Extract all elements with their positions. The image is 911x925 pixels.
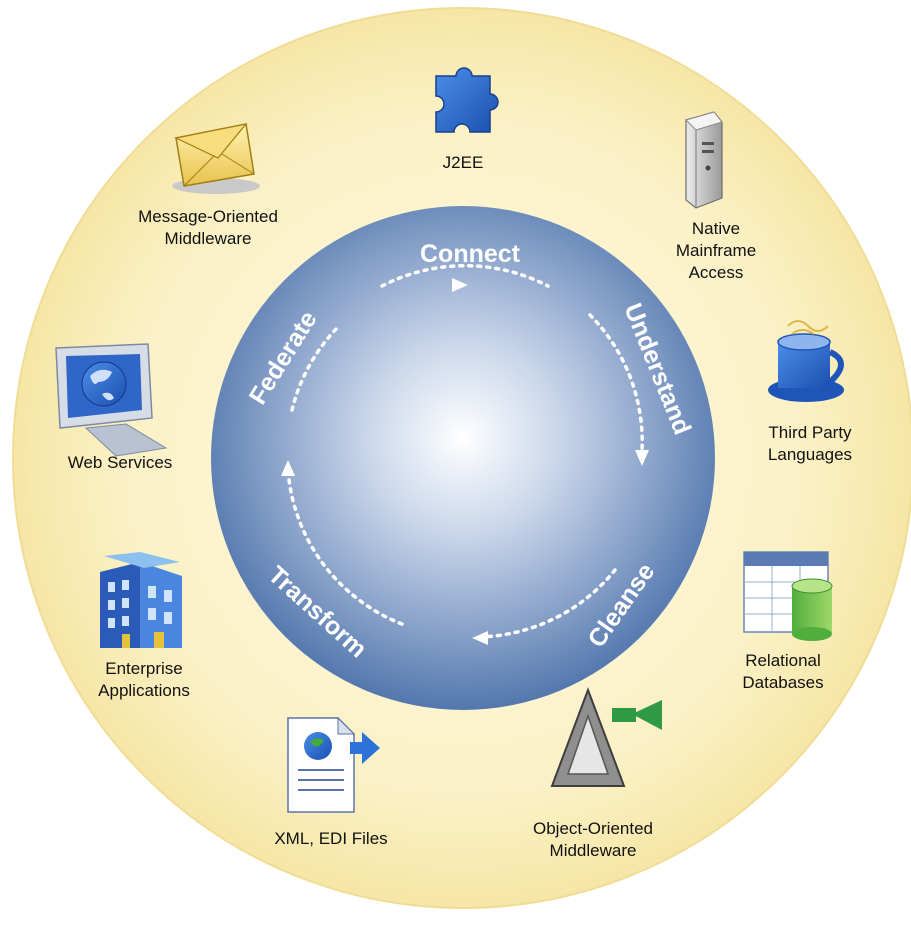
xml-document-icon (287, 716, 380, 813)
server-tower-icon (685, 111, 723, 209)
globe-monitor-icon (55, 343, 168, 457)
label-mainframe-line-2: Mainframe (675, 241, 757, 260)
label-enterprise-line-1: Enterprise (105, 659, 183, 678)
label-mainframe: Native Mainframe Access (656, 218, 776, 284)
phase-connect: Connect (420, 240, 521, 268)
puzzle-piece-icon (435, 67, 499, 133)
label-enterprise: Enterprise Applications (74, 658, 214, 702)
cycle-arrowheads (281, 278, 649, 645)
label-xml-edi: XML, EDI Files (246, 828, 416, 850)
label-mainframe-line-1: Native (691, 219, 741, 238)
label-object-oriented-line-2: Middleware (549, 841, 637, 860)
label-j2ee-line: J2EE (442, 153, 484, 172)
label-third-party: Third Party Languages (740, 422, 880, 466)
label-third-party-line-1: Third Party (768, 423, 852, 442)
triangle-arrow-icon (550, 687, 662, 787)
label-object-oriented-line-1: Object-Oriented (533, 819, 653, 838)
arrowhead-transform (281, 460, 295, 476)
envelope-icon (172, 123, 260, 194)
arc-cleanse (476, 568, 617, 639)
arc-understand (588, 313, 644, 452)
arrowhead-connect (452, 278, 468, 292)
label-message-oriented: Message-Oriented Middleware (118, 206, 298, 250)
arc-transform (286, 468, 404, 626)
inner-cycle-circle (211, 206, 715, 710)
label-relational: Relational Databases (718, 650, 848, 694)
arrowhead-understand (635, 450, 649, 466)
arc-federate (290, 323, 342, 412)
office-building-icon (100, 552, 182, 648)
label-message-oriented-line-1: Message-Oriented (138, 207, 278, 226)
arc-connect (380, 263, 550, 288)
label-enterprise-line-2: Applications (98, 681, 190, 700)
label-third-party-line-2: Languages (767, 445, 853, 464)
label-relational-line-2: Databases (742, 673, 824, 692)
label-web-services-line: Web Services (67, 453, 173, 472)
label-mainframe-line-3: Access (688, 263, 744, 282)
label-web-services: Web Services (52, 452, 188, 474)
label-j2ee: J2EE (408, 152, 518, 174)
label-relational-line-1: Relational (745, 651, 821, 670)
database-table-icon (743, 551, 833, 641)
label-object-oriented: Object-Oriented Middleware (510, 818, 676, 862)
label-xml-edi-line: XML, EDI Files (274, 829, 388, 848)
coffee-cup-icon (768, 320, 844, 402)
cycle-arrows (286, 263, 644, 639)
label-message-oriented-line-2: Middleware (164, 229, 252, 248)
arrowhead-cleanse (472, 631, 488, 645)
